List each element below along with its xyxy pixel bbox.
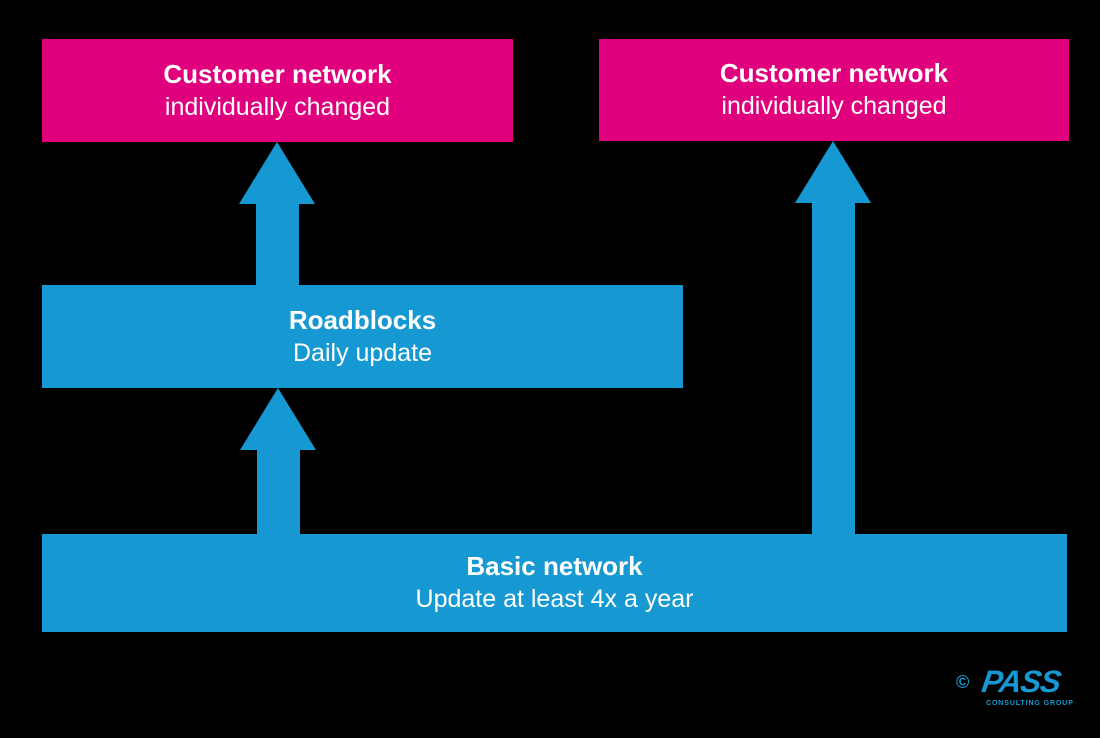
arrow-head-icon: [239, 142, 315, 204]
customer-network-right-box: Customer network individually changed: [599, 39, 1069, 141]
customer-network-left-box: Customer network individually changed: [42, 39, 513, 142]
box-subtitle: Daily update: [293, 338, 432, 367]
arrow-head-icon: [240, 388, 316, 450]
box-subtitle: Update at least 4x a year: [415, 585, 694, 613]
box-title: Roadblocks: [288, 304, 437, 335]
pass-consulting-group-logo: © PASS CONSULTING GROUP: [956, 664, 1074, 716]
arrow-shaft: [812, 202, 855, 535]
box-title: Customer network: [163, 58, 392, 89]
logo-tagline: CONSULTING GROUP: [986, 700, 1074, 707]
arrow-shaft: [256, 203, 299, 286]
roadblocks-box: Roadblocks Daily update: [42, 285, 683, 388]
box-title: Customer network: [719, 58, 949, 88]
basic-network-box: Basic network Update at least 4x a year: [42, 534, 1067, 632]
arrow-shaft: [257, 449, 300, 535]
box-subtitle: individually changed: [164, 92, 391, 121]
box-title: Basic network: [466, 551, 643, 581]
arrow-head-icon: [795, 141, 871, 203]
copyright-icon: ©: [956, 672, 970, 692]
logo-wordmark: PASS: [979, 664, 1063, 699]
box-subtitle: individually changed: [721, 92, 947, 120]
